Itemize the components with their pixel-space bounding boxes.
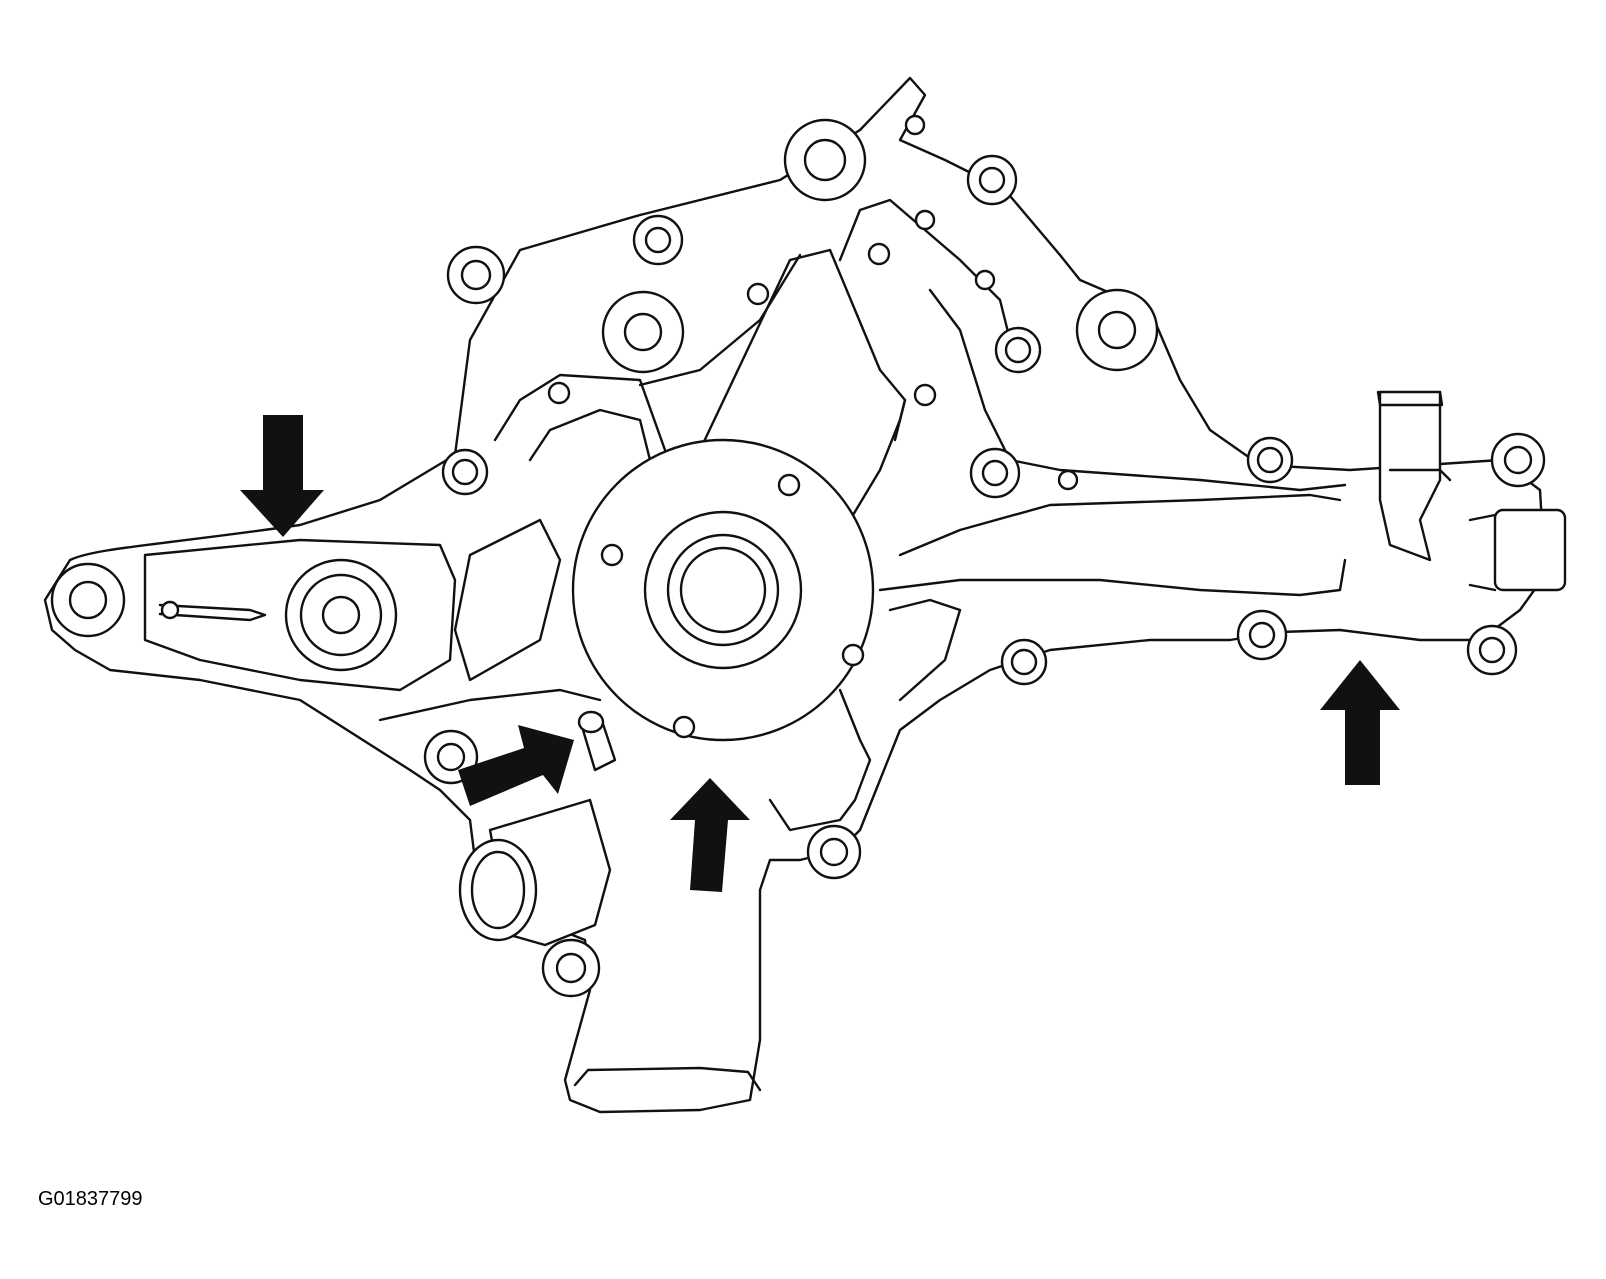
arrow-up-icon: [1320, 660, 1400, 785]
right-rib-top: [928, 288, 1347, 492]
arrow-right-icon: [458, 725, 574, 806]
right-lower-rib: [888, 598, 962, 702]
pump-hub: [571, 438, 875, 742]
upper-rib-2: [528, 408, 652, 462]
left-arm-rib: [143, 538, 457, 692]
lower-right-strut: [768, 688, 872, 832]
left-arm-slot: [158, 603, 267, 622]
boss-small: [160, 600, 180, 620]
upper-strut-mid: [698, 248, 907, 452]
left-arm-rib-inner: [453, 518, 562, 682]
inner-strut: [848, 398, 907, 522]
coolant-pipes: [458, 390, 1567, 1092]
lower-rib: [378, 688, 602, 722]
locator-arrows: [240, 415, 1400, 892]
upper-rib: [493, 373, 667, 452]
arrow-down-icon: [240, 415, 324, 537]
upper-strut-left: [638, 253, 802, 387]
arrow-up-icon: [670, 778, 750, 892]
right-rib-mid: [898, 493, 1342, 557]
figure-id-label: G01837799: [38, 1188, 143, 1210]
mounting-bosses: [50, 118, 1546, 998]
right-rib-bottom: [878, 558, 1347, 597]
rib-nodes: [547, 114, 1079, 491]
housing-outline: [43, 76, 1547, 1114]
